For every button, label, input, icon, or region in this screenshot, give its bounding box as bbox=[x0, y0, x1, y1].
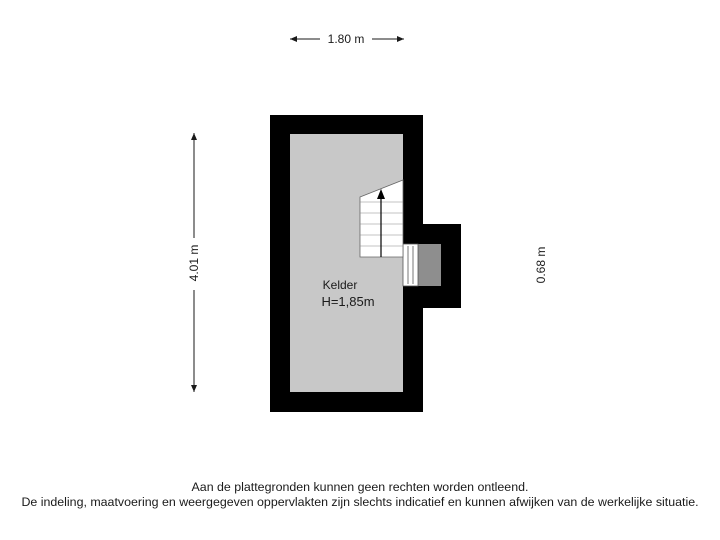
niche-label: 0.68 m bbox=[534, 247, 548, 284]
staircase bbox=[359, 179, 404, 258]
disclaimer-line-2: De indeling, maatvoering en weergegeven … bbox=[21, 495, 699, 509]
room-floor bbox=[290, 134, 403, 392]
depth-label: 4.01 m bbox=[187, 245, 201, 282]
room-height: H=1,85m bbox=[321, 294, 374, 309]
arrowhead-left bbox=[290, 36, 297, 42]
disclaimer-line-1: Aan de plattegronden kunnen geen rechten… bbox=[191, 480, 529, 494]
width-dimension: 1.80 m bbox=[290, 32, 404, 46]
arrowhead-bottom bbox=[191, 385, 197, 392]
threshold bbox=[402, 243, 419, 287]
niche-floor bbox=[418, 244, 441, 286]
depth-dimension: 4.01 m bbox=[187, 133, 201, 392]
width-label: 1.80 m bbox=[328, 32, 365, 46]
arrowhead-top bbox=[191, 133, 197, 140]
room-name: Kelder bbox=[323, 278, 358, 292]
stair-arrowhead bbox=[377, 189, 385, 199]
arrowhead-right bbox=[397, 36, 404, 42]
